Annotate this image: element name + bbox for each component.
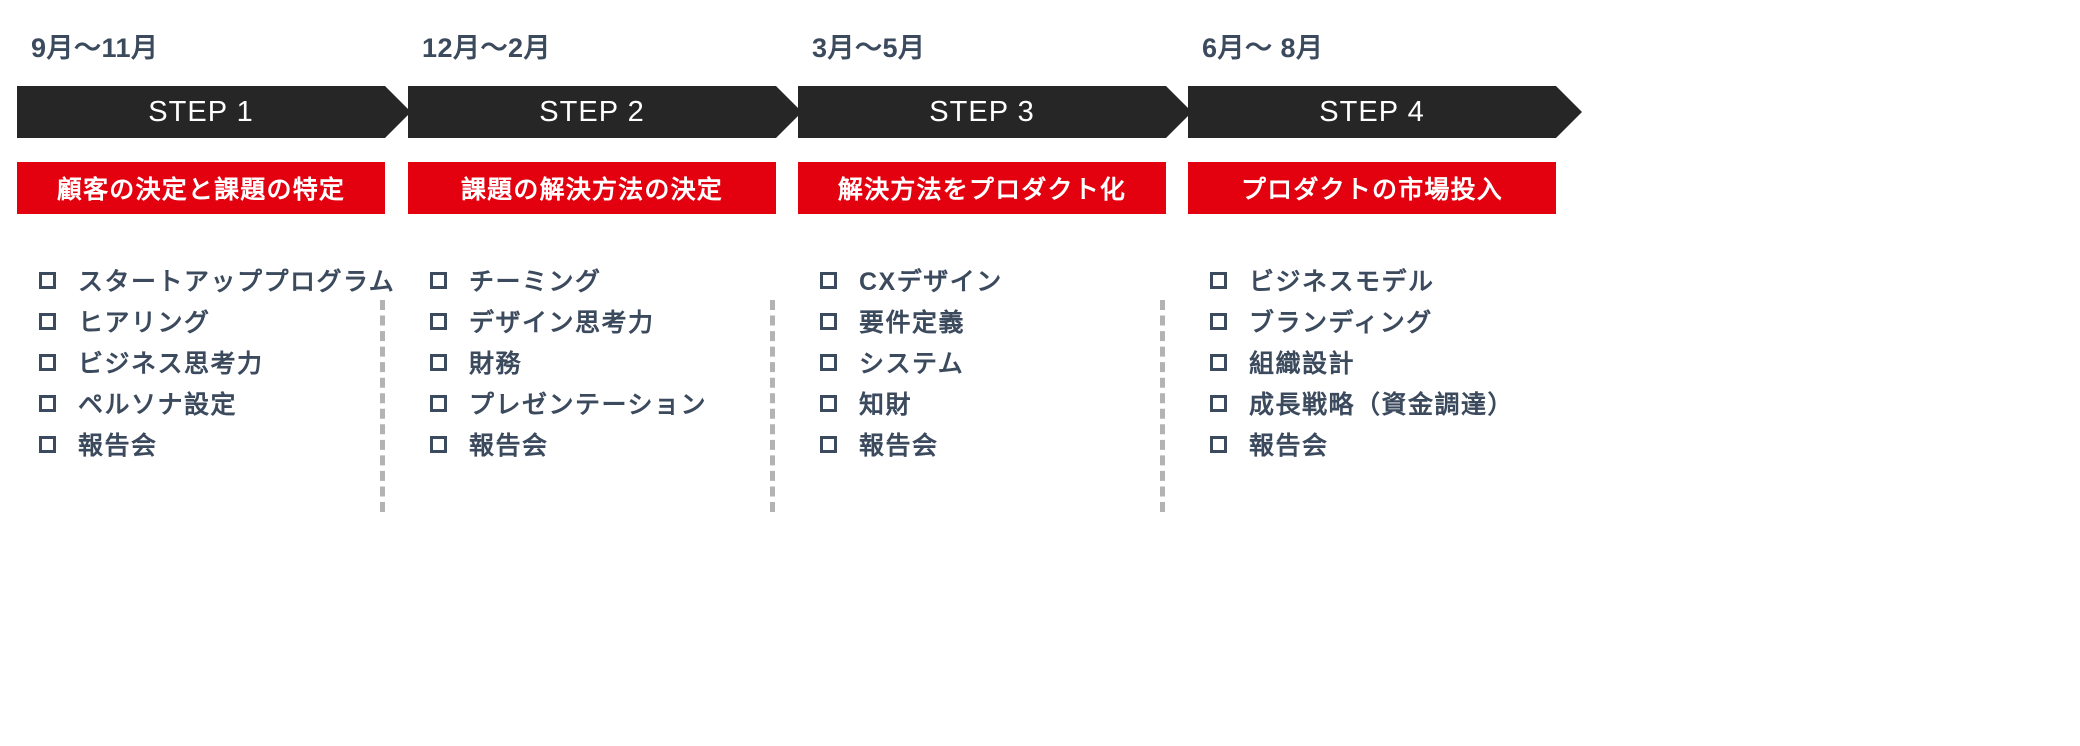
checkbox-icon[interactable] — [39, 272, 56, 289]
checkbox-icon[interactable] — [820, 354, 837, 371]
arrow-tip-icon — [776, 86, 802, 138]
list-item-label: 報告会 — [1249, 432, 1329, 460]
checkbox-icon[interactable] — [820, 313, 837, 330]
checkbox-icon[interactable] — [39, 436, 56, 453]
list-item-label: システム — [859, 350, 965, 378]
list-item-label: 要件定義 — [859, 309, 966, 337]
checkbox-icon[interactable] — [1210, 313, 1227, 330]
list-item-label: 報告会 — [859, 432, 939, 460]
step-banner-label-4: プロダクトの市場投入 — [1240, 176, 1503, 204]
list-item-label: ビジネスモデル — [1249, 268, 1435, 296]
step-arrow-label-3: STEP 3 — [929, 95, 1035, 128]
step-arrow-label-4: STEP 4 — [1319, 95, 1425, 128]
list-item-label: ビジネス思考力 — [78, 350, 264, 378]
step-column-1: 9月～11月 STEP 1 顧客の決定と課題の特定スタートアッププログラムヒアリング… — [17, 0, 411, 746]
list-item-label: プレゼンテーション — [469, 391, 708, 419]
checkbox-icon[interactable] — [820, 436, 837, 453]
list-item[interactable]: 知財 — [820, 385, 1200, 426]
column-divider — [1160, 300, 1165, 512]
step-banner-label-2: 課題の解決方法の決定 — [460, 176, 723, 204]
list-item-label: 組織設計 — [1249, 350, 1356, 378]
list-item-label: ペルソナ設定 — [78, 391, 238, 419]
step-arrow-label-1: STEP 1 — [148, 95, 254, 128]
list-item-label: ブランディング — [1249, 309, 1433, 337]
step-banner-3: 解決方法をプロダクト化 — [798, 162, 1166, 214]
step-column-3: 3月～5月 STEP 3 解決方法をプロダクト化 CXデザイン要件定義システム知財報告… — [770, 0, 1192, 746]
checkbox-icon[interactable] — [39, 395, 56, 412]
checkbox-icon[interactable] — [820, 395, 837, 412]
step-banner-label-3: 解決方法をプロダクト化 — [837, 176, 1127, 204]
checkbox-icon[interactable] — [430, 395, 447, 412]
arrow-tip-icon — [385, 86, 411, 138]
period-label-2: 12月～2月 — [422, 33, 552, 63]
checklist-3: CXデザイン要件定義システム知財報告会 — [820, 262, 1200, 467]
list-item[interactable]: ヒアリング — [39, 303, 419, 344]
period-label-4: 6月～ 8月 — [1202, 33, 1324, 63]
checkbox-icon[interactable] — [430, 436, 447, 453]
checklist-1: スタートアッププログラムヒアリングビジネス思考力ペルソナ設定報告会 — [39, 262, 419, 467]
list-item-label: デザイン思考力 — [469, 309, 655, 337]
list-item[interactable]: 報告会 — [430, 426, 810, 467]
list-item[interactable]: ペルソナ設定 — [39, 385, 419, 426]
step-column-2: 12月～2月 STEP 2 課題の解決方法の決定チーミングデザイン思考力財務プレゼン… — [380, 0, 802, 746]
list-item[interactable]: CXデザイン — [820, 262, 1200, 303]
list-item[interactable]: 報告会 — [39, 426, 419, 467]
list-item-label: 報告会 — [469, 432, 549, 460]
list-item-label: 知財 — [859, 391, 913, 419]
checkbox-icon[interactable] — [430, 354, 447, 371]
step-arrow-label-2: STEP 2 — [539, 95, 645, 128]
list-item[interactable]: 要件定義 — [820, 303, 1200, 344]
checklist-4: ビジネスモデルブランディング組織設計成長戦略（資金調達） 報告会 — [1210, 262, 1590, 467]
list-item[interactable]: 成長戦略（資金調達） — [1210, 385, 1590, 426]
step-banner-4: プロダクトの市場投入 — [1188, 162, 1556, 214]
step-arrow-2: STEP 2 — [408, 86, 802, 138]
list-item-label: 財務 — [469, 350, 523, 378]
column-divider — [380, 300, 385, 512]
list-item[interactable]: 組織設計 — [1210, 344, 1590, 385]
list-item[interactable]: ビジネスモデル — [1210, 262, 1590, 303]
list-item-label: ヒアリング — [78, 309, 211, 337]
list-item-label: CXデザイン — [859, 268, 1003, 296]
checkbox-icon[interactable] — [430, 313, 447, 330]
list-item[interactable]: プレゼンテーション — [430, 385, 810, 426]
step-banner-2: 課題の解決方法の決定 — [408, 162, 776, 214]
checkbox-icon[interactable] — [39, 313, 56, 330]
checkbox-icon[interactable] — [39, 354, 56, 371]
step-arrow-3: STEP 3 — [798, 86, 1192, 138]
checkbox-icon[interactable] — [1210, 354, 1227, 371]
list-item[interactable]: 報告会 — [820, 426, 1200, 467]
list-item[interactable]: システム — [820, 344, 1200, 385]
checkbox-icon[interactable] — [820, 272, 837, 289]
step-column-4: 6月～ 8月 STEP 4 プロダクトの市場投入ビジネスモデルブランディング組織設計… — [1160, 0, 1582, 746]
step-banner-1: 顧客の決定と課題の特定 — [17, 162, 385, 214]
list-item-label: スタートアッププログラム — [78, 268, 396, 296]
arrow-tip-icon — [1556, 86, 1582, 138]
checkbox-icon[interactable] — [1210, 436, 1227, 453]
step-arrow-4: STEP 4 — [1188, 86, 1582, 138]
checklist-2: チーミングデザイン思考力財務プレゼンテーション報告会 — [430, 262, 810, 467]
checkbox-icon[interactable] — [430, 272, 447, 289]
period-label-3: 3月～5月 — [812, 33, 926, 63]
list-item[interactable]: デザイン思考力 — [430, 303, 810, 344]
checkbox-icon[interactable] — [1210, 272, 1227, 289]
list-item[interactable]: 報告会 — [1210, 426, 1590, 467]
list-item[interactable]: ブランディング — [1210, 303, 1590, 344]
list-item[interactable]: ビジネス思考力 — [39, 344, 419, 385]
list-item-label: 成長戦略（資金調達） — [1249, 391, 1515, 419]
step-banner-label-1: 顧客の決定と課題の特定 — [56, 176, 346, 204]
period-label-1: 9月～11月 — [31, 33, 159, 63]
list-item[interactable]: 財務 — [430, 344, 810, 385]
list-item-label: 報告会 — [78, 432, 158, 460]
list-item-label: チーミング — [469, 268, 602, 296]
step-arrow-1: STEP 1 — [17, 86, 411, 138]
list-item[interactable]: スタートアッププログラム — [39, 262, 419, 303]
list-item[interactable]: チーミング — [430, 262, 810, 303]
column-divider — [770, 300, 775, 512]
checkbox-icon[interactable] — [1210, 395, 1227, 412]
arrow-tip-icon — [1166, 86, 1192, 138]
